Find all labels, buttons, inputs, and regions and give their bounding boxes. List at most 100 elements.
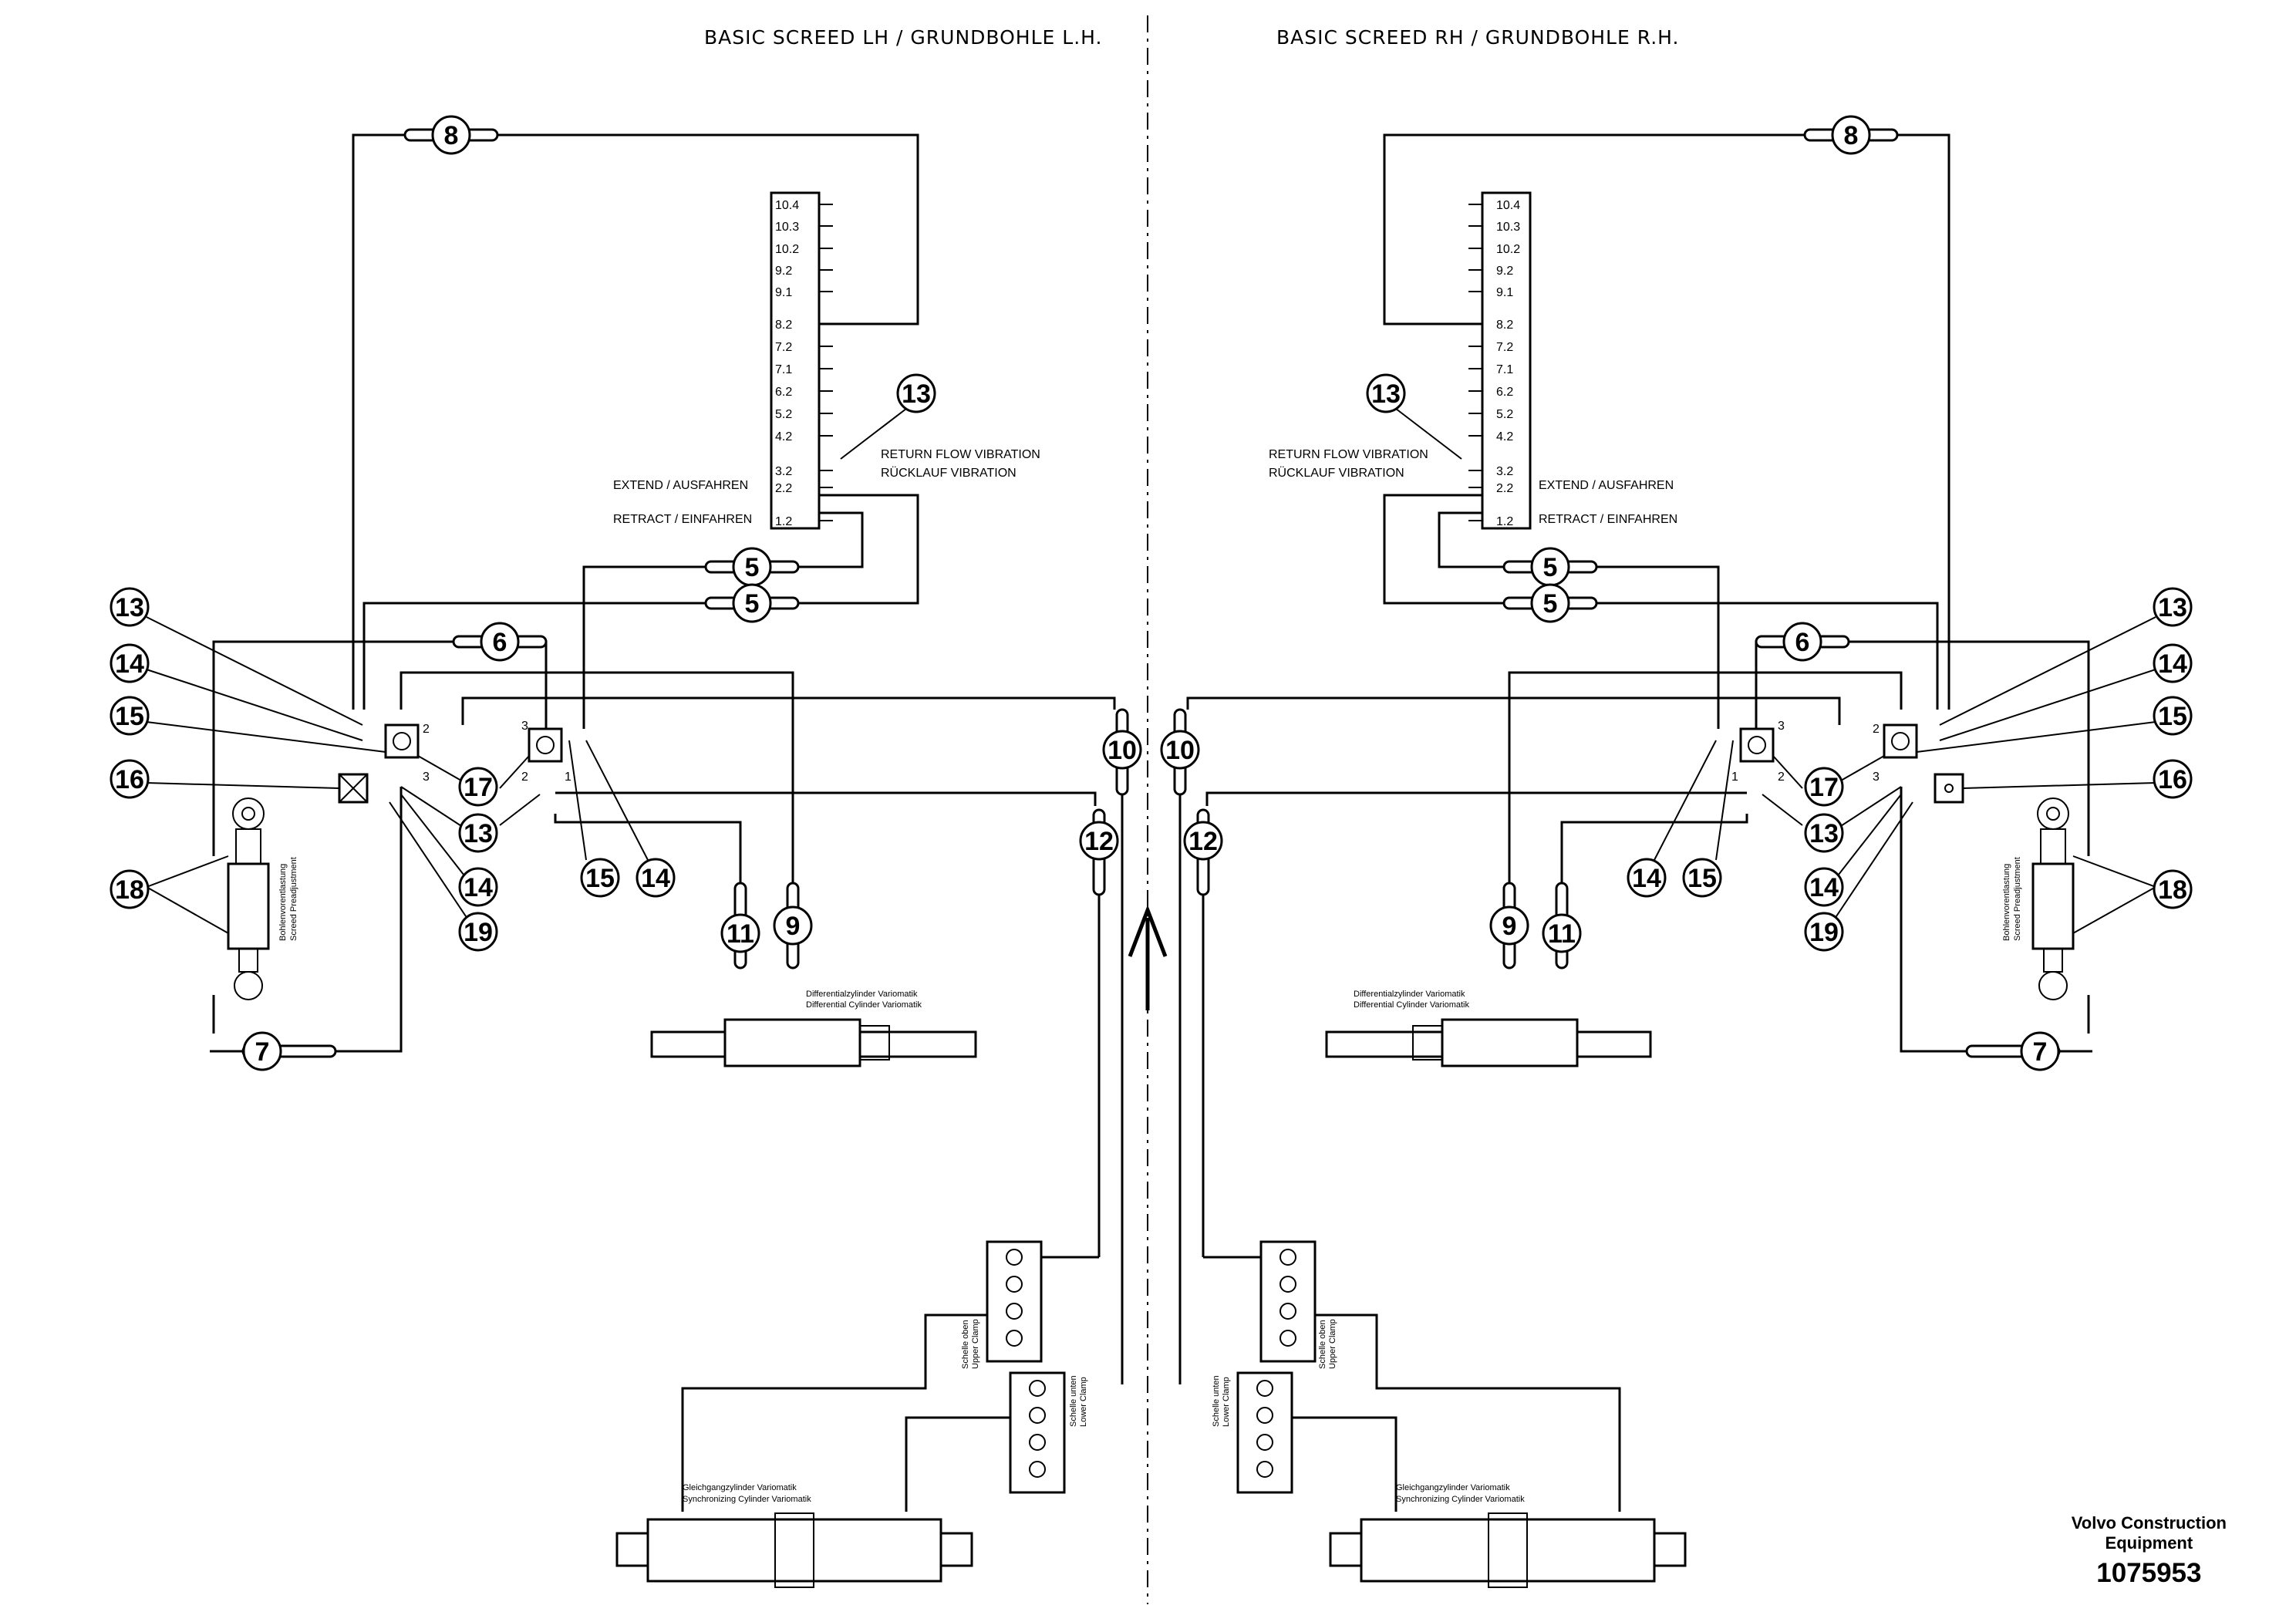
port-label: 3.2: [775, 465, 792, 478]
port-label: 4.2: [1496, 430, 1513, 443]
valve-port-2b-right: 2: [1778, 771, 1785, 784]
port-label: 10.4: [1496, 199, 1520, 212]
valve-port-3b-left: 3: [521, 720, 528, 733]
svg-text:8: 8: [444, 121, 459, 150]
clamp-ring: [1256, 1461, 1273, 1478]
valve-2-left: [528, 727, 563, 763]
callout-9: 9: [1489, 905, 1529, 946]
callout-17: 17: [458, 767, 498, 807]
hose-11-line-left: [554, 814, 742, 887]
hose-6-line-right: [1755, 640, 2090, 856]
diff-cyl-label-en-left: Differential Cylinder Variomatik: [806, 1000, 922, 1010]
travel-direction-arrow: [1128, 905, 1168, 1010]
clamp-ring: [1279, 1249, 1296, 1266]
svg-text:15: 15: [2158, 702, 2187, 731]
valve-17-symbol-left: [393, 732, 411, 750]
hose-6-line-left: [212, 640, 548, 856]
svg-text:14: 14: [2158, 649, 2187, 679]
svg-text:16: 16: [115, 765, 144, 794]
clamp-ring: [1006, 1276, 1023, 1293]
valve-port-3b-right: 3: [1778, 720, 1785, 733]
hose-12-line-left: [555, 791, 1097, 806]
sync-cyl-label-de-left: Gleichgangzylinder Variomatik: [683, 1483, 797, 1492]
svg-text:5: 5: [745, 589, 760, 619]
press-label-de-left: Bohlenvorentlastung: [278, 864, 288, 941]
extend-label-right: EXTEND / AUSFAHREN: [1539, 479, 1674, 492]
title-block: Volvo Construction Equipment 1075953: [2072, 1513, 2227, 1589]
svg-text:10: 10: [1165, 736, 1195, 765]
valve-16-symbol-right: [1944, 784, 1954, 793]
svg-text:13: 13: [115, 593, 144, 622]
press-label-en-left: Screed Preadjustment: [289, 857, 298, 941]
retract-label-left: RETRACT / EINFAHREN: [613, 513, 752, 526]
callout-6: 6: [1782, 622, 1822, 662]
callout-8: 8: [431, 115, 471, 155]
port-label: 5.2: [775, 408, 792, 421]
callout-17: 17: [1804, 767, 1844, 807]
valve-port-2b-left: 2: [521, 771, 528, 784]
differential-cylinder-left: [650, 1018, 977, 1067]
svg-text:14: 14: [464, 873, 493, 902]
svg-text:6: 6: [493, 628, 507, 657]
svg-text:6: 6: [1795, 628, 1810, 657]
hose-12-line-right: [1205, 791, 1747, 806]
valve-port-3-right: 3: [1873, 771, 1880, 784]
port-label: 10.3: [1496, 221, 1520, 234]
valve-port-1-left: 1: [565, 771, 571, 784]
clamp-ring: [1256, 1407, 1273, 1424]
port-label: 6.2: [1496, 386, 1513, 399]
upper-clamp-label-de-right: Schelle oben: [1318, 1320, 1327, 1369]
callout-18: 18: [2153, 869, 2193, 909]
svg-text:13: 13: [902, 379, 931, 409]
clamp-ring: [1279, 1303, 1296, 1320]
lower-clamp-left: [1009, 1371, 1066, 1494]
callout-14: 14: [1627, 858, 1667, 898]
callout-5: 5: [1530, 583, 1570, 623]
port-label: 9.2: [1496, 265, 1513, 278]
sync-line-a-left: [681, 1313, 987, 1512]
synchronizing-cylinder-right: [1329, 1512, 1687, 1588]
port-label: 1.2: [1496, 515, 1513, 528]
upper-clamp-label-en-left: Upper Clamp: [971, 1319, 980, 1369]
port-label: 3.2: [1496, 465, 1513, 478]
svg-text:16: 16: [2158, 765, 2187, 794]
clamp-ring: [1006, 1249, 1023, 1266]
svg-text:5: 5: [745, 553, 760, 582]
extend-label-left: EXTEND / AUSFAHREN: [613, 479, 748, 492]
diff-cyl-label-de-right: Differentialzylinder Variomatik: [1354, 990, 1465, 999]
differential-cylinder-right: [1325, 1018, 1652, 1067]
port-label: 4.2: [775, 430, 792, 443]
sync-line-b-right: [1292, 1416, 1397, 1512]
svg-text:9: 9: [786, 912, 801, 941]
port-label: 10.2: [775, 243, 799, 256]
callout-13: 13: [110, 587, 150, 627]
hose-8-line-left: [352, 133, 919, 710]
hose-10-line-right: [1186, 696, 1841, 725]
clamp-ring: [1029, 1380, 1046, 1397]
svg-text:12: 12: [1084, 827, 1114, 856]
hose-5b-line-right: [1383, 494, 1939, 710]
manifold-block-right: [1481, 191, 1532, 530]
valve-16-cross-b-left: [339, 774, 368, 803]
clamp-ring: [1006, 1303, 1023, 1320]
svg-text:14: 14: [115, 649, 144, 679]
title-left: BASIC SCREED LH / GRUNDBOHLE L.H.: [704, 26, 1102, 49]
svg-text:14: 14: [1809, 873, 1839, 902]
callout-16: 16: [2153, 759, 2193, 799]
hose-9-line-right: [1508, 671, 1903, 883]
port-label: 1.2: [775, 515, 792, 528]
lower-clamp-label-de-left: Schelle unten: [1069, 1375, 1078, 1427]
upper-clamp-label-en-right: Upper Clamp: [1328, 1319, 1337, 1369]
hose-5a-line-left: [582, 511, 864, 729]
press-label-de-right: Bohlenvorentlastung: [2002, 864, 2011, 941]
press-label-en-right: Screed Preadjustment: [2013, 857, 2022, 941]
callout-9: 9: [773, 905, 813, 946]
svg-text:17: 17: [464, 773, 493, 802]
svg-text:13: 13: [1371, 379, 1401, 409]
svg-text:11: 11: [1548, 919, 1576, 949]
svg-text:13: 13: [464, 819, 493, 848]
return-flow-label-de-right: RÜCKLAUF VIBRATION: [1269, 466, 1404, 480]
port-label: 9.2: [775, 265, 792, 278]
svg-text:14: 14: [641, 864, 670, 893]
